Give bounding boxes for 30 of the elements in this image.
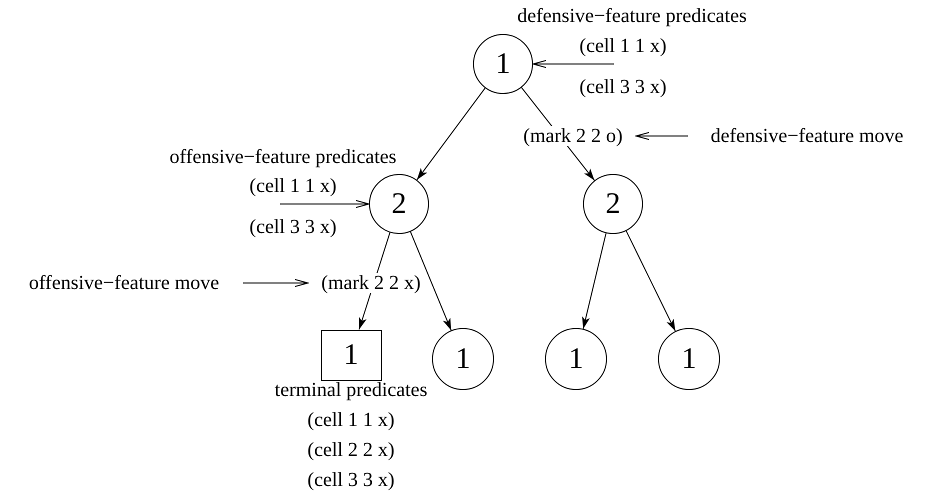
- annotation-heading: defensive−feature predicates: [517, 6, 747, 26]
- leader-arrow: [636, 132, 688, 140]
- arrow: [626, 230, 676, 332]
- predicate-text: (cell 3 3 x): [249, 217, 337, 237]
- leader-arrow: [280, 200, 370, 208]
- annotation-text: defensive−feature move: [710, 126, 904, 146]
- arrow: [410, 231, 452, 331]
- node-number: 1: [568, 344, 584, 374]
- predicate-text: (cell 3 3 x): [307, 470, 395, 490]
- predicate-text: (cell 2 2 x): [307, 440, 395, 460]
- node-number: 1: [456, 344, 470, 374]
- node-number: 1: [496, 49, 510, 79]
- node-number: 1: [344, 340, 358, 370]
- terminal-node-box: [320, 330, 382, 380]
- arrow: [582, 232, 607, 330]
- node-number: 2: [606, 189, 620, 219]
- edge-label: (mark 2 2 x): [320, 273, 422, 293]
- predicate-text: (cell 3 3 x): [579, 77, 667, 97]
- edge-label: (mark 2 2 o): [522, 126, 624, 146]
- node-number: 2: [392, 189, 406, 219]
- arrow: [416, 88, 486, 180]
- predicate-text: (cell 1 1 x): [307, 410, 395, 430]
- annotation-text: offensive−feature move: [28, 273, 220, 293]
- leader-arrow: [242, 279, 308, 287]
- leader-arrow: [532, 60, 614, 68]
- predicate-text: (cell 1 1 x): [249, 176, 337, 196]
- annotation-heading: terminal predicates: [274, 380, 428, 400]
- annotation-heading: offensive−feature predicates: [170, 147, 396, 167]
- predicate-text: (cell 1 1 x): [579, 36, 667, 56]
- node-number: 1: [682, 344, 696, 374]
